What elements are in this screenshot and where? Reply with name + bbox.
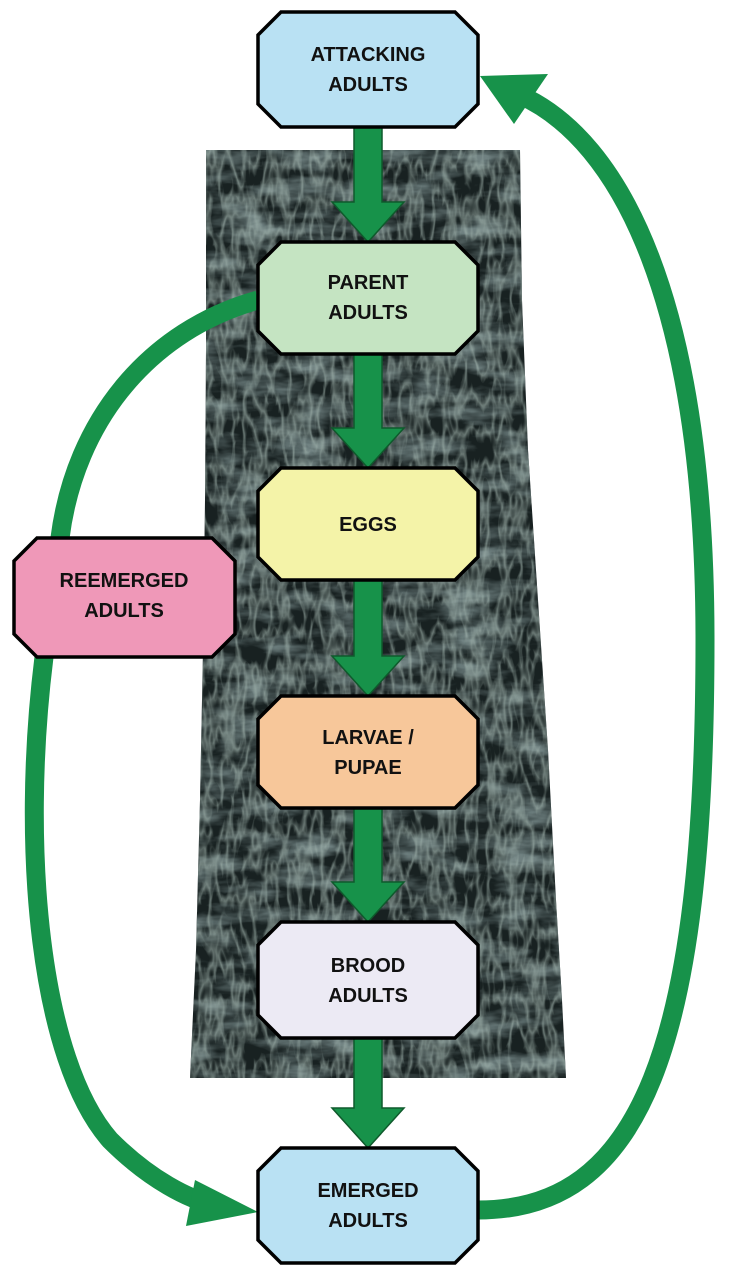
arrow-reemerged-to-emerged-head bbox=[186, 1180, 258, 1226]
arrow-reemerged-to-emerged bbox=[24, 655, 218, 1215]
node-reemerged-adults-line2: ADULTS bbox=[84, 600, 164, 622]
node-attacking-adults-line1: ATTACKING bbox=[311, 44, 426, 66]
node-emerged-adults: EMERGED ADULTS bbox=[256, 1146, 480, 1265]
arrow-parent-to-eggs bbox=[330, 353, 406, 470]
arrow-attacking-to-parent bbox=[330, 126, 406, 244]
node-parent-adults-line1: PARENT bbox=[328, 272, 409, 294]
node-emerged-adults-line1: EMERGED bbox=[317, 1180, 418, 1202]
node-eggs: EGGS bbox=[256, 466, 480, 582]
node-larvae-pupae-line1: LARVAE / bbox=[322, 727, 414, 749]
node-brood-adults: BROOD ADULTS bbox=[256, 920, 480, 1040]
cycle-arrows bbox=[24, 74, 715, 1226]
node-eggs-label: EGGS bbox=[339, 514, 397, 536]
arrow-emerged-to-attacking bbox=[477, 86, 715, 1220]
node-reemerged-adults-line1: REEMERGED bbox=[60, 570, 189, 592]
arrow-larvae-to-brood bbox=[330, 807, 406, 924]
node-brood-adults-line1: BROOD bbox=[331, 955, 405, 977]
node-attacking-adults: ATTACKING ADULTS bbox=[256, 10, 480, 129]
arrow-eggs-to-larvae bbox=[330, 579, 406, 698]
node-larvae-pupae: LARVAE / PUPAE bbox=[256, 694, 480, 810]
arrow-parent-to-reemerged bbox=[50, 290, 261, 540]
node-brood-adults-line2: ADULTS bbox=[328, 985, 408, 1007]
node-emerged-adults-line2: ADULTS bbox=[328, 1210, 408, 1232]
node-larvae-pupae-line2: PUPAE bbox=[334, 757, 401, 779]
node-reemerged-adults: REEMERGED ADULTS bbox=[12, 536, 237, 659]
arrow-emerged-to-attacking-head bbox=[480, 74, 548, 124]
node-attacking-adults-line2: ADULTS bbox=[328, 74, 408, 96]
node-parent-adults-line2: ADULTS bbox=[328, 302, 408, 324]
node-parent-adults: PARENT ADULTS bbox=[256, 240, 480, 356]
arrow-brood-to-emerged bbox=[330, 1037, 406, 1150]
